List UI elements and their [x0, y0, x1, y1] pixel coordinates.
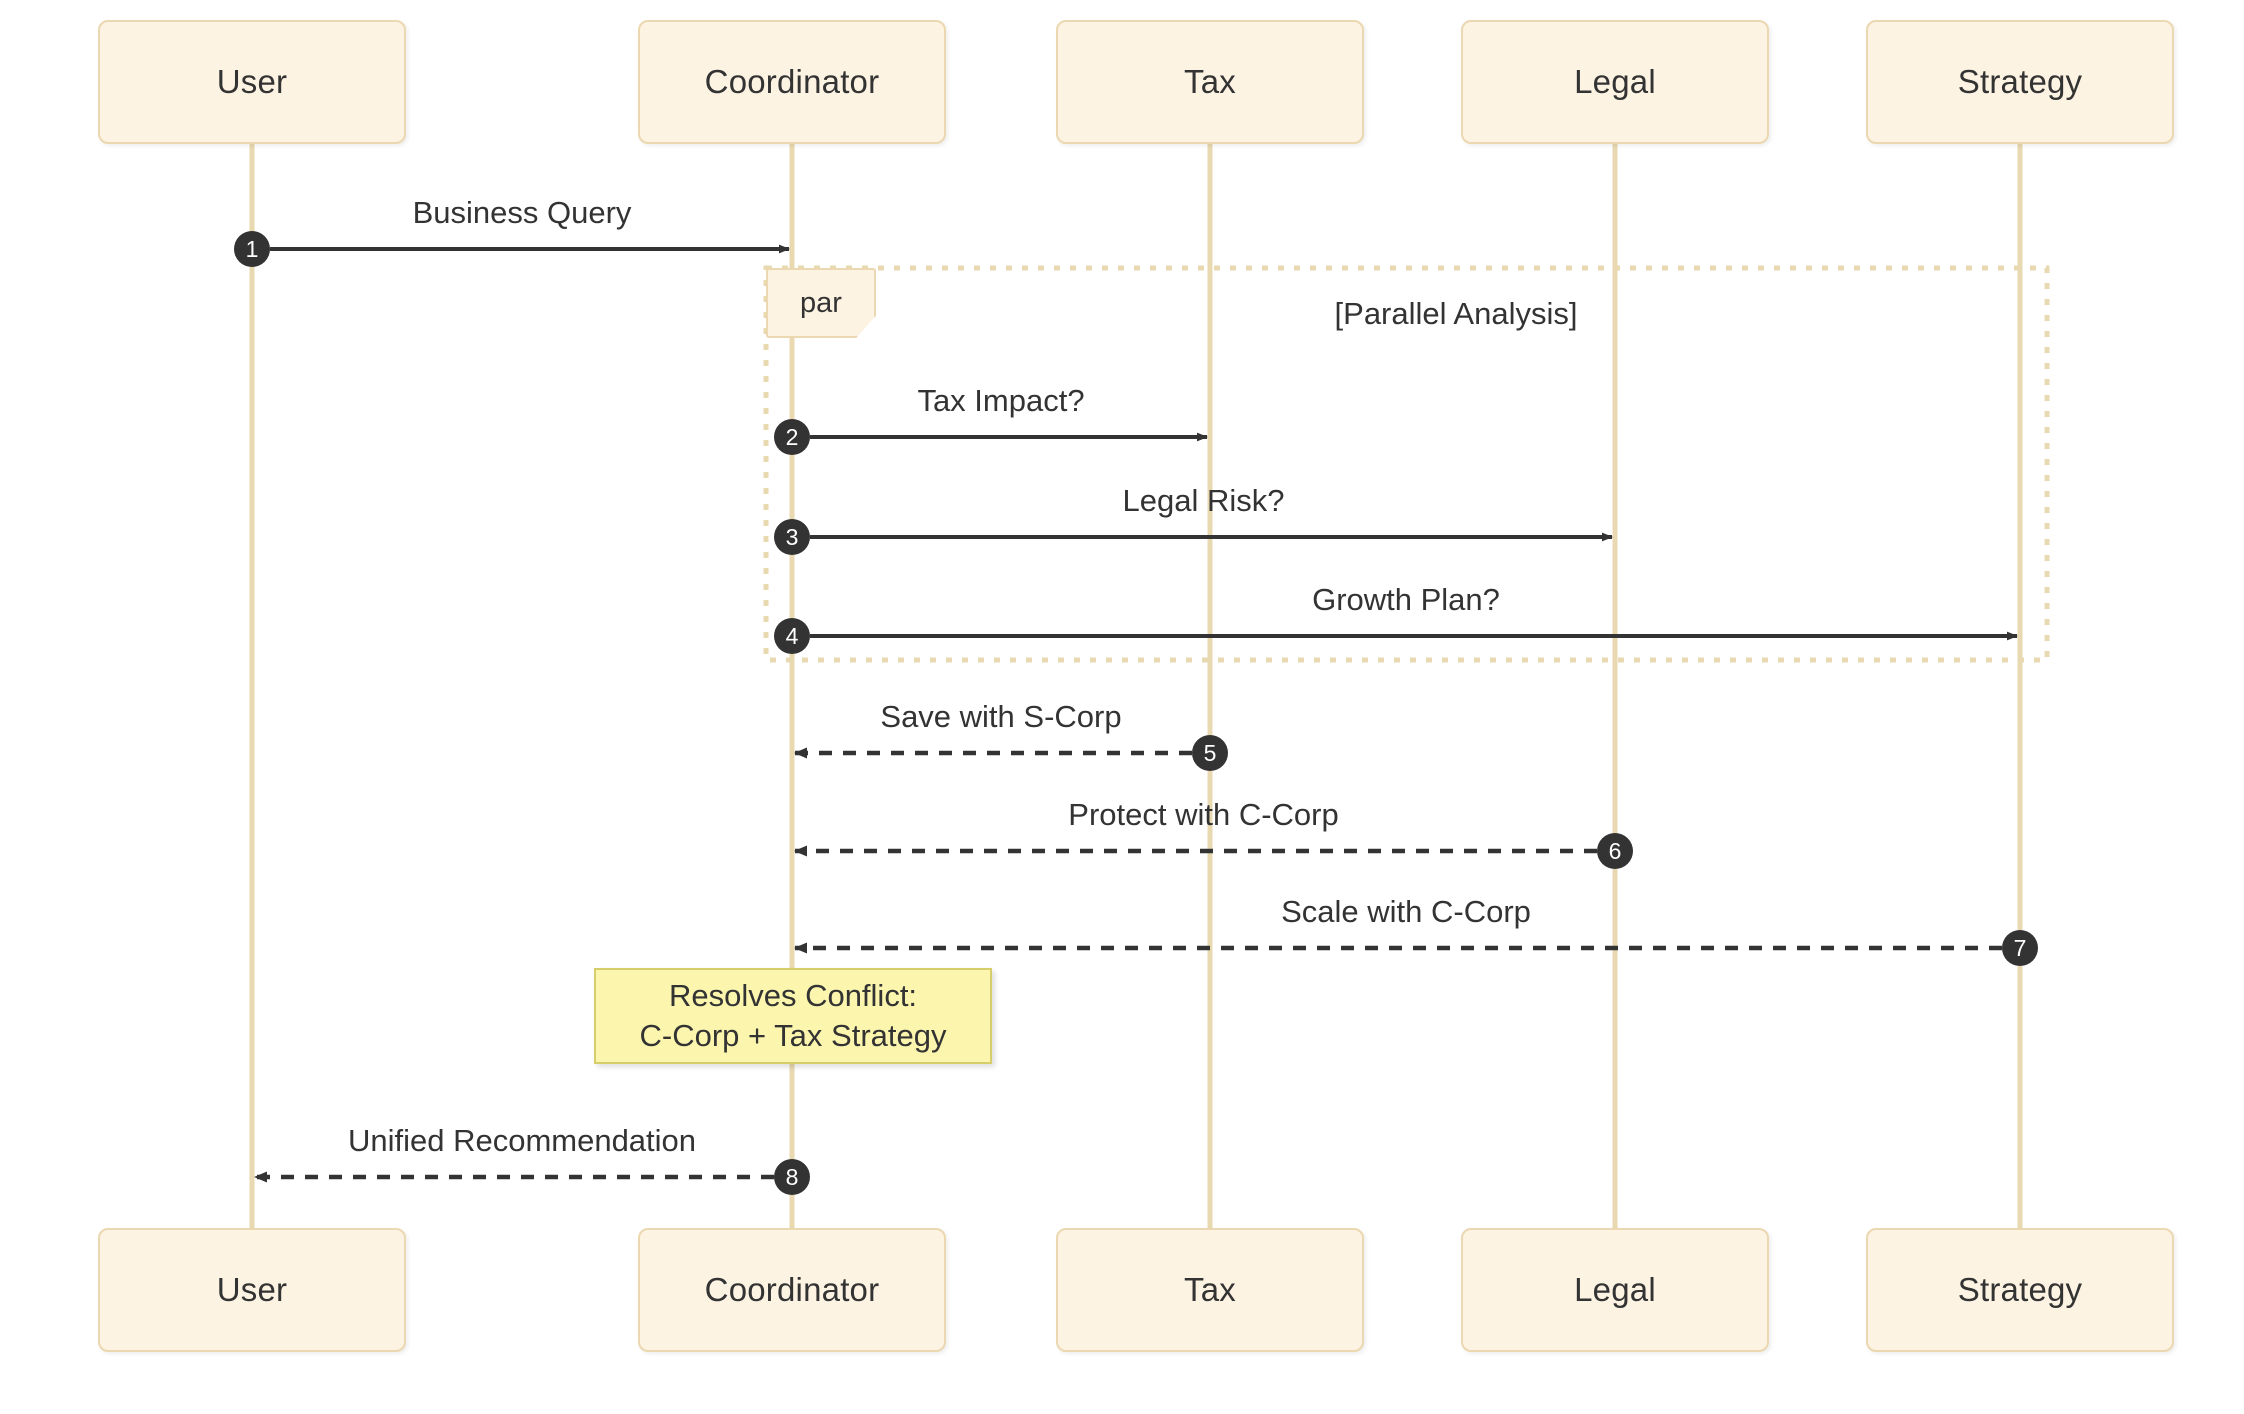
participant-label-legal: Legal [1574, 63, 1656, 100]
participant-tax-bottom[interactable]: Tax [1056, 1228, 1364, 1352]
participant-strategy-bottom[interactable]: Strategy [1866, 1228, 2174, 1352]
participant-user-bottom[interactable]: User [98, 1228, 406, 1352]
participant-strategy-top[interactable]: Strategy [1866, 20, 2174, 144]
note-line-2: C-Corp + Tax Strategy [639, 1018, 947, 1053]
participant-label-legal: Legal [1574, 1271, 1656, 1308]
sequence-number-1: 1 [234, 231, 270, 267]
message-label-4: Growth Plan? [1312, 582, 1500, 617]
participant-tax-top[interactable]: Tax [1056, 20, 1364, 144]
lifelines-group [249, 144, 2023, 1228]
message-label-1: Business Query [412, 195, 632, 230]
participant-label-user: User [216, 63, 288, 100]
sequence-number-7: 7 [2002, 930, 2038, 966]
message-label-6: Protect with C-Corp [1068, 797, 1339, 832]
sequence-number-4: 4 [774, 618, 810, 654]
participant-label-tax: Tax [1184, 1271, 1236, 1308]
note-resolves-conflict: Resolves Conflict: C-Corp + Tax Strategy [594, 968, 992, 1064]
fragment-keyword-label: par [766, 268, 876, 338]
message-label-3: Legal Risk? [1122, 483, 1285, 518]
participant-legal-top[interactable]: Legal [1461, 20, 1769, 144]
message-label-8: Unified Recommendation [347, 1123, 697, 1158]
participant-label-tax: Tax [1184, 63, 1236, 100]
sequence-number-2: 2 [774, 419, 810, 455]
participant-coordinator-top[interactable]: Coordinator [638, 20, 946, 144]
fragment-title: [Parallel Analysis] [1334, 296, 1578, 331]
participant-coordinator-bottom[interactable]: Coordinator [638, 1228, 946, 1352]
note-line-1: Resolves Conflict: [668, 978, 918, 1014]
fragment-keyword-text: par [800, 286, 842, 319]
message-label-5: Save with S-Corp [880, 699, 1122, 734]
participant-label-strategy: Strategy [1957, 1271, 2083, 1308]
message-arrows-group [254, 244, 2018, 1183]
sequence-number-5: 5 [1192, 735, 1228, 771]
sequence-number-3: 3 [774, 519, 810, 555]
message-label-7: Scale with C-Corp [1281, 894, 1531, 929]
sequence-number-6: 6 [1597, 833, 1633, 869]
participant-legal-bottom[interactable]: Legal [1461, 1228, 1769, 1352]
participant-label-coordinator: Coordinator [704, 1271, 880, 1308]
participant-user-top[interactable]: User [98, 20, 406, 144]
participant-label-coordinator: Coordinator [704, 63, 880, 100]
message-label-2: Tax Impact? [917, 383, 1085, 418]
sequence-number-8: 8 [774, 1159, 810, 1195]
fragment-frame-par [763, 265, 2050, 663]
fragment-frame-group [763, 265, 2050, 663]
participant-label-user: User [216, 1271, 288, 1308]
participant-label-strategy: Strategy [1957, 63, 2083, 100]
